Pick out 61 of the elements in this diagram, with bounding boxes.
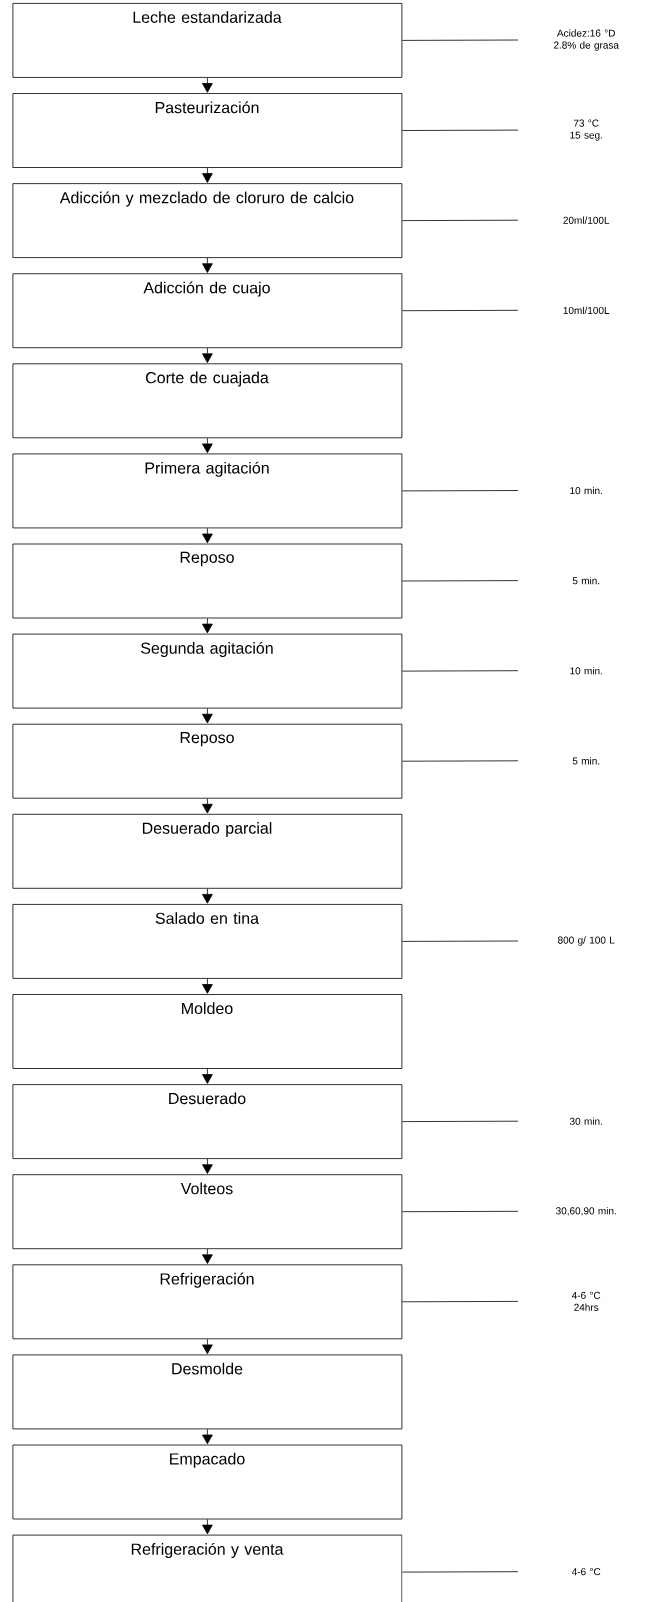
process-box: Pasteurización (12, 93, 403, 168)
leader-line (401, 129, 519, 131)
leader-line (401, 1301, 519, 1303)
arrow (202, 1428, 213, 1445)
leader-line (401, 760, 519, 762)
arrow (202, 1068, 213, 1084)
annotation-text: 30,60,90 min. (556, 1207, 616, 1216)
process-box: Desuerado (12, 1084, 403, 1159)
arrow (202, 1519, 213, 1535)
annotation-text: 10 min. (570, 667, 602, 675)
leader-line (401, 39, 519, 41)
annotation-text: 4-6 °C 24hrs (571, 1291, 601, 1311)
arrow (202, 618, 213, 634)
arrow (202, 257, 213, 273)
arrow (202, 167, 213, 183)
annotation-text: 5 min. (572, 757, 600, 765)
process-box: Reposo (12, 543, 403, 619)
arrow (202, 978, 213, 994)
arrow (202, 527, 213, 544)
annotation-text: 4-6 °C (571, 1568, 601, 1576)
process-box: Refrigeración (12, 1264, 403, 1340)
arrow (202, 347, 213, 363)
leader-line (401, 1210, 519, 1213)
arrow (202, 77, 213, 93)
process-box: Reposo (12, 723, 403, 799)
process-box: Desmolde (12, 1354, 403, 1430)
arrow (202, 1158, 213, 1174)
leader-line (401, 940, 519, 942)
arrow (202, 1338, 213, 1355)
leader-line (401, 309, 519, 312)
annotation-text: 30 min. (569, 1117, 602, 1125)
arrow (202, 1248, 213, 1264)
annotation-text: 10ml/100L (563, 306, 610, 314)
leader-line (401, 670, 519, 672)
annotation-text: 5 min. (572, 576, 600, 585)
arrow (202, 437, 213, 454)
annotation-text: 20ml/100L (563, 216, 610, 224)
leader-line (401, 219, 519, 221)
process-box: Salado en tina (12, 904, 403, 979)
process-box: Corte de cuajada (12, 363, 403, 439)
annotation-text: 73 °C 15 seg. (570, 119, 602, 141)
process-box: Adicción de cuajo (12, 273, 403, 349)
arrow (202, 888, 213, 904)
leader-line (401, 490, 519, 492)
process-box: Adicción y mezclado de cloruro de calcio (12, 183, 403, 258)
leader-line (401, 1120, 519, 1122)
leader-line (401, 580, 519, 582)
annotation-text: 800 g/ 100 L (558, 936, 615, 946)
process-box: Leche estandarizada (12, 3, 403, 78)
arrow (202, 798, 213, 814)
annotation-text: Acidez:16 °D 2.8% de grasa (553, 29, 619, 51)
process-box: Segunda agitación (12, 633, 403, 709)
arrow (202, 708, 213, 724)
annotation-text: 10 min. (570, 486, 602, 495)
process-box: Primera agitación (12, 453, 403, 529)
leader-line (401, 1571, 519, 1573)
process-box: Refrigeración y venta (12, 1534, 403, 1602)
process-box: Empacado (12, 1444, 403, 1520)
process-box: Volteos (12, 1174, 403, 1250)
process-box: Desuerado parcial (12, 813, 403, 889)
process-box: Moldeo (12, 994, 403, 1069)
